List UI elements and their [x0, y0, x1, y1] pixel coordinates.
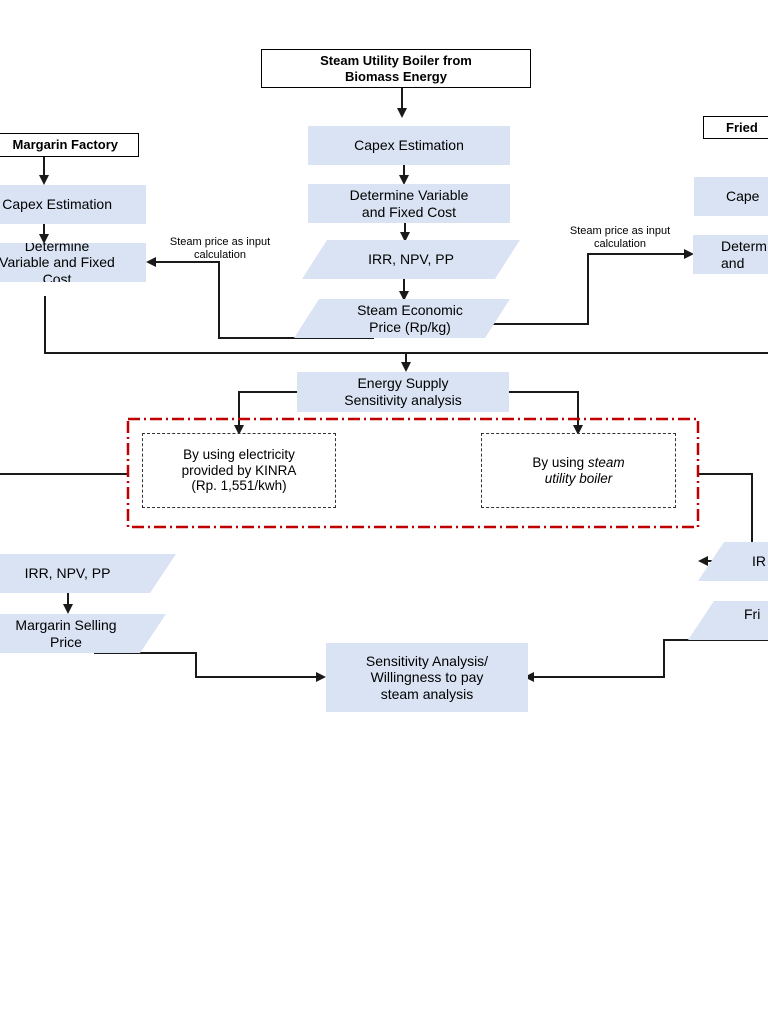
right-irr-shape: [698, 542, 768, 581]
right-capex-box: Cape: [694, 177, 768, 216]
left-selling-shape: [0, 614, 166, 653]
right-title-box: Fried: [703, 116, 768, 139]
left-capex-box: Capex Estimation: [0, 185, 146, 224]
center-steam-price-label: Steam Economic Price (Rp/kg): [357, 301, 463, 335]
center-var-fixed-box: Determine Variable and Fixed Cost: [308, 184, 510, 223]
left-title-box: Margarin Factory: [0, 133, 139, 157]
steam-option-box: By using steam utility boiler: [481, 433, 676, 508]
right-price-shape: [688, 601, 768, 640]
arrow-energy-to-electricity: [234, 391, 297, 435]
right-price-label: Fri: [744, 605, 761, 622]
arrow-right-price-to-sensitivity: [524, 639, 768, 682]
left-selling-label: Margarin Selling Price: [15, 616, 117, 650]
option-group-frame: [126, 417, 700, 529]
left-var-fixed-box: Determine Variable and Fixed Cost: [0, 243, 146, 282]
arrow-steam-price-to-right: [484, 249, 694, 325]
line-left-cost-merge: [44, 296, 768, 354]
top-title-box: Steam Utility Boiler from Biomass Energy: [261, 49, 531, 88]
arrow-steam-price-to-left: [146, 257, 374, 339]
center-capex-box: Capex Estimation: [308, 126, 510, 165]
energy-supply-box: Energy Supply Sensitivity analysis: [297, 372, 509, 412]
steam-option-prefix: By using: [532, 454, 588, 470]
left-irr-label: IRR, NPV, PP: [24, 565, 111, 582]
steam-option-italic: steam utility boiler: [544, 454, 625, 486]
center-irr-shape: [302, 240, 520, 279]
left-irr-shape: [0, 554, 176, 593]
arrow-energy-to-steam: [509, 391, 583, 435]
sensitivity-box: Sensitivity Analysis/ Willingness to pay…: [326, 643, 528, 712]
right-steam-note: Steam price as input calculation: [569, 225, 671, 250]
left-steam-note: Steam price as input calculation: [169, 236, 271, 261]
right-irr-label: IR: [752, 553, 766, 570]
arrow-selling-to-sensitivity: [94, 652, 326, 682]
electricity-option-box: By using electricity provided by KINRA (…: [142, 433, 336, 508]
right-var-fixed-box: Determ and: [693, 235, 768, 274]
center-irr-label: IRR, NPV, PP: [368, 251, 454, 268]
center-steam-price-shape: [294, 299, 510, 338]
